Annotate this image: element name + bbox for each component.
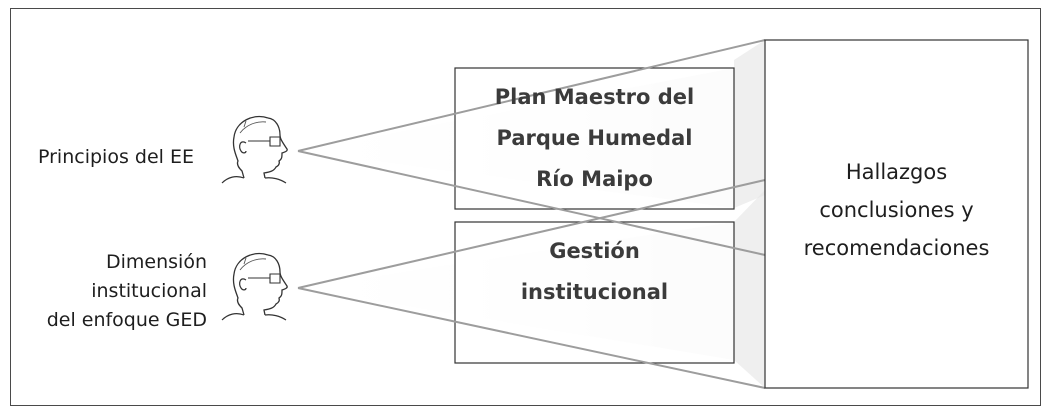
document-label-gestion: Gestión institucional: [455, 222, 734, 322]
human-head-profile-icon: [221, 115, 288, 184]
output-box: [764, 39, 1029, 389]
perspective-label-line: Dimensión: [106, 251, 207, 273]
beam-line-3: [297, 179, 766, 289]
beam-line-1: [297, 39, 766, 152]
output-label-line: Hallazgos: [845, 160, 948, 184]
document-label-line: Parque Humedal: [496, 126, 693, 150]
output-label-line: conclusiones y: [819, 198, 974, 222]
beam-line-4: [297, 287, 766, 389]
output-label-line: recomendaciones: [803, 236, 990, 260]
document-label-line: institucional: [520, 280, 669, 304]
projection-shade-4: [734, 190, 765, 388]
human-head-profile-icon: [221, 252, 288, 321]
document-label-line: Plan Maestro del: [494, 85, 695, 109]
document-label-plan-maestro: Plan Maestro del Parque Humedal Río Maip…: [455, 68, 734, 209]
perspective-label-2: Dimensión institucional del enfoque GED: [20, 248, 207, 335]
perspective-label-line: del enfoque GED: [46, 309, 207, 331]
document-label-line: Gestión: [549, 239, 640, 263]
output-label: Hallazgos conclusiones y recomendaciones: [765, 60, 1028, 360]
perspective-label-1: Principios del EE: [38, 143, 194, 172]
projection-shade-3: [734, 40, 765, 208]
perspective-label-text: Principios del EE: [38, 146, 194, 168]
perspective-label-line: institucional: [91, 280, 207, 302]
document-label-line: Río Maipo: [536, 167, 653, 191]
document-box-gestion: [454, 221, 735, 364]
beam-line-2: [297, 150, 766, 256]
document-box-plan-maestro: [454, 67, 735, 210]
